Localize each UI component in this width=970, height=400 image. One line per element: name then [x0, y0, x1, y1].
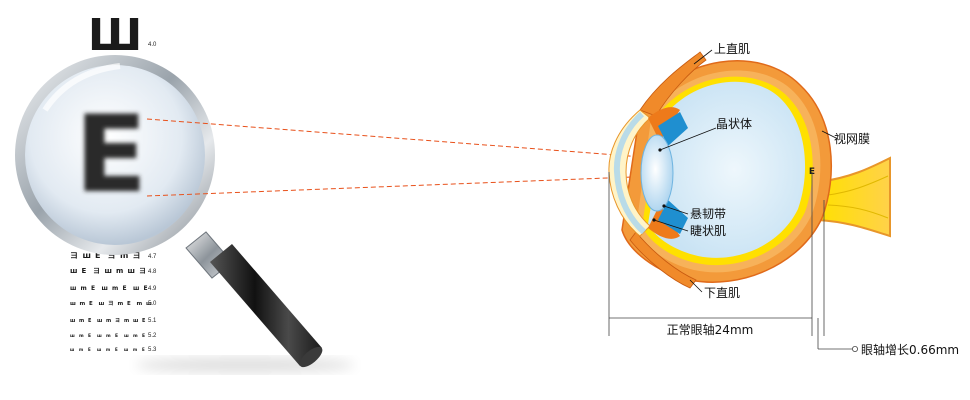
eye-chart-letter: ш [83, 251, 92, 260]
eye-chart-top-letter: Ш [88, 10, 142, 61]
suspensory-ligament-lower [658, 200, 688, 234]
cornea [608, 109, 651, 237]
measurement-lines: 正常眼轴24mm 眼轴增长0.66mm [608, 172, 959, 357]
eye-chart-letter: ヨ [133, 251, 141, 260]
label-superior-rectus: 上直肌 [714, 42, 750, 56]
eye-chart-letter: ш [133, 318, 138, 324]
label-inferior-rectus: 下直肌 [704, 286, 740, 300]
eye-chart-letter: E [142, 333, 145, 339]
eye-chart-letter: m [79, 334, 84, 339]
eye-chart-letter: ш [97, 347, 101, 352]
label-lens: 晶状体 [716, 117, 752, 131]
eye-chart-letter: m [79, 318, 84, 324]
magnified-letter: E [75, 93, 147, 216]
eye-chart-letter: ш [97, 318, 102, 324]
eye-chart-letter: ш [70, 334, 75, 339]
eye-chart-letter: ш [128, 267, 135, 275]
eye-chart-letter: ш [124, 334, 129, 339]
eye-chart-letter: ш [70, 267, 77, 275]
eye-chart-letter: E [142, 318, 146, 324]
label-zonule: 悬韧带 [690, 207, 726, 221]
eye-chart-letter: ш [99, 301, 105, 307]
eye-chart-letter: ш [70, 285, 76, 292]
eye-chart-letter: m [137, 301, 143, 307]
eye-chart-letter: E [88, 347, 91, 352]
eye-chart-letter: ヨ [139, 267, 146, 275]
eye-chart-letter: ヨ [108, 251, 116, 260]
eye-chart-letter: E [127, 301, 131, 307]
eye-chart-letter: ヨ [108, 300, 114, 307]
eye-chart-letter: ш [70, 318, 75, 324]
label-retina: 视网膜 [834, 131, 870, 146]
eye-chart-letter: m [106, 318, 111, 324]
eye-chart-letter: ш [97, 334, 102, 339]
label-ciliary-muscle: 睫状肌 [690, 224, 726, 238]
eye-chart-letter: E [123, 285, 127, 292]
eye-chart-letter: E [89, 301, 93, 307]
magnifier-shadow [135, 357, 355, 373]
eye-chart-letter: m [124, 318, 129, 324]
acuity-value: 4.8 [148, 269, 157, 275]
eye-chart-letter: E [115, 333, 118, 339]
eye-chart-letter: E [82, 267, 87, 275]
eye-chart-letter: ヨ [93, 267, 100, 275]
eye-chart-letter: m [116, 267, 123, 275]
magnifying-glass: E [15, 55, 355, 373]
eye-chart-letter: m [118, 301, 124, 307]
eye-chart-letter: ш [70, 301, 76, 307]
eye-chart-letter: E [95, 251, 100, 260]
acuity-value: 5.1 [148, 318, 157, 324]
superior-rectus-muscle [639, 51, 707, 117]
acuity-value: 4.9 [148, 286, 157, 292]
eye-chart-letter: ш [124, 347, 128, 352]
axis-increase-label: 眼轴增长0.66mm [861, 342, 959, 357]
eye-chart-letter: E [88, 318, 92, 324]
eye-chart-letter: ш [146, 301, 152, 307]
eye-chart-letter: m [120, 251, 128, 260]
eye-chart-letter: ш [70, 347, 74, 352]
eye-chart-letter: ш [105, 267, 112, 275]
eye-chart-letter: m [106, 334, 111, 339]
normal-axis-length-label: 正常眼轴24mm [667, 322, 754, 337]
optic-nerve [817, 156, 891, 238]
eye-chart-letter: m [80, 301, 86, 307]
eye-chart-letter: m [79, 347, 83, 352]
magnifier-handle [185, 231, 323, 368]
eye-chart-letter: E [142, 347, 145, 352]
eye-chart-letter: E [144, 285, 148, 292]
eye-chart-letter: m [106, 347, 110, 352]
acuity-value: 5.0 [148, 301, 157, 307]
eye-chart-letter: m [81, 285, 87, 292]
acuity-value: 4.7 [148, 254, 157, 260]
acuity-value: 5.3 [148, 347, 157, 353]
crystalline-lens [640, 134, 674, 212]
eye-chart-letter: m [133, 347, 137, 352]
eye-chart-letter: m [133, 334, 138, 339]
eye-chart-letter: ヨ [70, 251, 78, 260]
eye-cross-section: E [608, 51, 891, 289]
acuity-value: 5.2 [148, 333, 157, 339]
eye-labels: 上直肌 晶状体 视网膜 悬韧带 睫状肌 下直肌 [652, 42, 870, 300]
eye-chart-letter: E [88, 333, 91, 339]
acuity-value: 4.0 [148, 42, 157, 48]
eye-chart-letter: E [91, 285, 95, 292]
eye-chart-letter: ш [133, 285, 139, 292]
suspensory-ligament-upper [658, 112, 688, 146]
magnifier-lens [25, 65, 205, 245]
eye-chart-letter: ヨ [115, 318, 120, 324]
eye-chart-letter: m [112, 285, 118, 292]
inferior-rectus-muscle [629, 231, 697, 289]
eye-chart-letter: ш [102, 285, 108, 292]
eye-chart-letter: E [115, 347, 118, 352]
